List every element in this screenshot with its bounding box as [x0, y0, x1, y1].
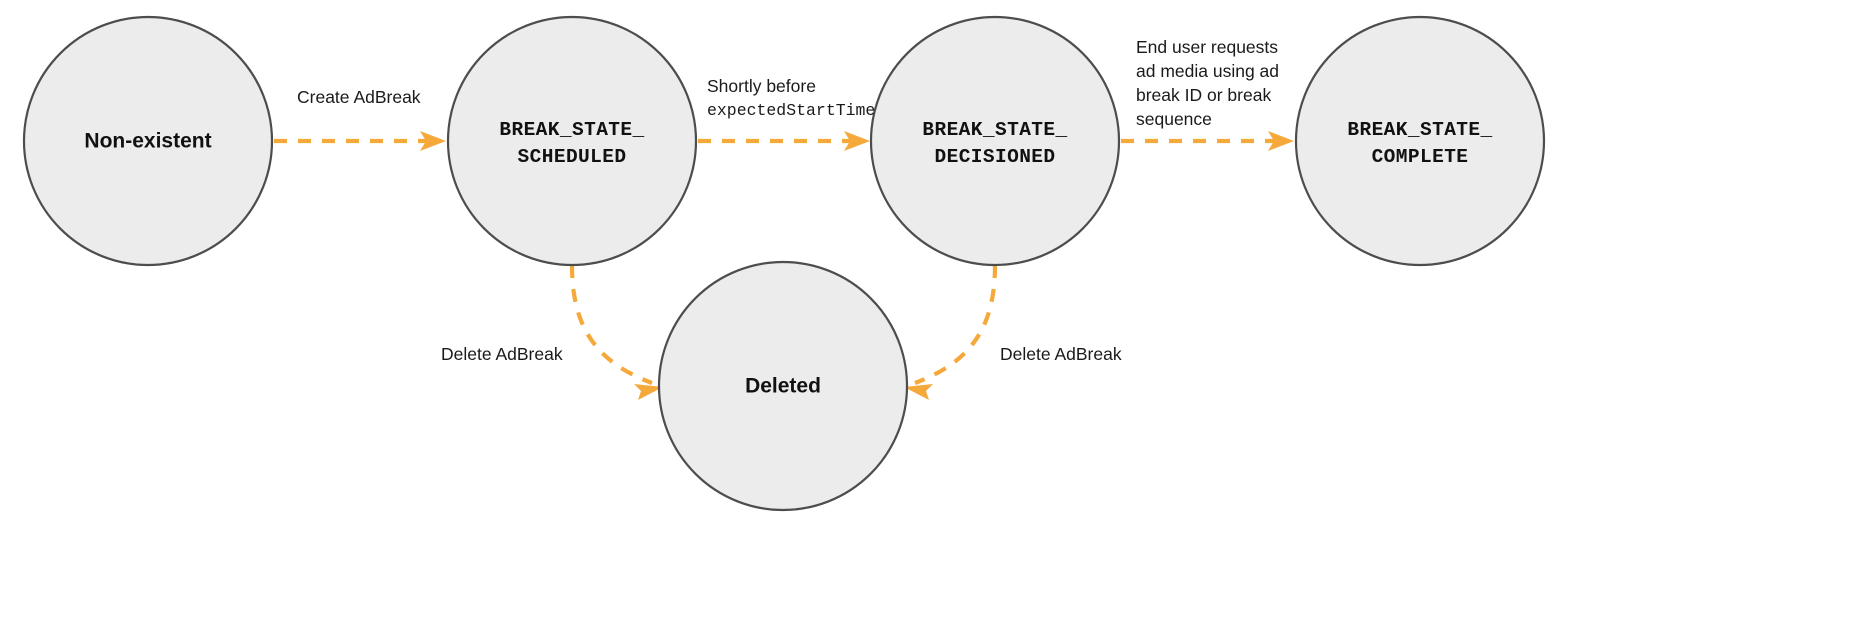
node-non-existent-circle: [22, 15, 274, 267]
edge-label-end-user-requests-ad-media: End user requests ad media using ad brea…: [1136, 37, 1279, 129]
edge-delete-adbreak-from-scheduled[interactable]: [569, 264, 663, 400]
edge-label-delete-from-decisioned-seg1: Delete: [1000, 344, 1054, 364]
node-break-state-complete-label-line1: BREAK_STATE_: [1347, 119, 1492, 141]
edge-end-user-requests-arrowhead: [1268, 131, 1294, 151]
edge-label-shortly-before-expected-start-time: Shortly before expectedStartTime: [707, 76, 875, 120]
edge-label-delete-from-scheduled-seg1: Delete: [441, 344, 495, 364]
node-break-state-decisioned-circle: [869, 15, 1121, 267]
node-break-state-scheduled-label-line1: BREAK_STATE_: [499, 119, 644, 141]
edge-label-delete-from-decisioned-text: Delete AdBreak: [1000, 344, 1122, 364]
edge-delete-from-scheduled-line: [569, 264, 653, 385]
edge-delete-from-scheduled-arrowhead: [634, 384, 663, 400]
node-deleted-circle: [657, 260, 909, 512]
edge-label-end-user-requests-line1: End user requests: [1136, 37, 1278, 57]
edge-label-create-adbreak-text: Create AdBreak: [297, 87, 421, 107]
edge-label-delete-from-scheduled-text: Delete AdBreak: [441, 344, 563, 364]
edge-label-end-user-requests-line3: break ID or break: [1136, 85, 1271, 105]
node-break-state-complete-circle: [1294, 15, 1546, 267]
node-break-state-scheduled[interactable]: BREAK_STATE_ SCHEDULED: [446, 15, 698, 267]
edge-label-create-adbreak-seg2: AdBreak: [353, 87, 420, 107]
node-deleted[interactable]: Deleted: [657, 260, 909, 512]
edge-label-delete-from-decisioned-seg2: AdBreak: [1054, 344, 1121, 364]
edge-delete-from-decisioned-arrowhead: [904, 384, 933, 400]
node-deleted-label: Deleted: [745, 375, 821, 398]
edge-label-end-user-requests-line4: sequence: [1136, 109, 1212, 129]
node-break-state-complete[interactable]: BREAK_STATE_ COMPLETE: [1294, 15, 1546, 267]
edge-create-adbreak[interactable]: [274, 131, 446, 151]
edge-shortly-before-arrowhead: [844, 131, 870, 151]
node-non-existent[interactable]: Non-existent: [22, 15, 274, 267]
edge-label-create-adbreak: Create AdBreak: [297, 87, 421, 107]
edge-label-shortly-before-line2: expectedStartTime: [707, 101, 875, 120]
node-break-state-decisioned[interactable]: BREAK_STATE_ DECISIONED: [869, 15, 1121, 267]
edge-label-delete-adbreak-from-decisioned: Delete AdBreak: [1000, 344, 1122, 364]
edge-label-create-adbreak-seg1: Create: [297, 87, 353, 107]
edge-end-user-requests-ad-media[interactable]: [1121, 131, 1294, 151]
edge-label-delete-from-scheduled-seg2: AdBreak: [495, 344, 562, 364]
node-break-state-decisioned-label-line1: BREAK_STATE_: [922, 119, 1067, 141]
edge-delete-from-decisioned-line: [914, 264, 998, 385]
node-break-state-scheduled-label-line2: SCHEDULED: [518, 146, 627, 168]
node-break-state-complete-label-line2: COMPLETE: [1372, 146, 1469, 168]
node-non-existent-label: Non-existent: [84, 130, 211, 153]
edge-label-delete-adbreak-from-scheduled: Delete AdBreak: [441, 344, 563, 364]
edge-label-shortly-before-line1: Shortly before: [707, 76, 816, 96]
edge-label-end-user-requests-line2: ad media using ad: [1136, 61, 1279, 81]
node-break-state-decisioned-label-line2: DECISIONED: [934, 146, 1055, 168]
edge-delete-adbreak-from-decisioned[interactable]: [904, 264, 998, 400]
edge-shortly-before-expected-start-time[interactable]: [698, 131, 870, 151]
edge-create-adbreak-arrowhead: [420, 131, 446, 151]
node-break-state-scheduled-circle: [446, 15, 698, 267]
